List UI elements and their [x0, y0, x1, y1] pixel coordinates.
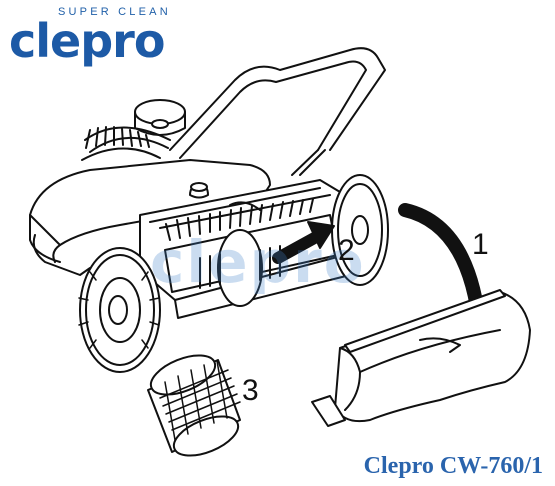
logo-tagline: SUPER CLEAN — [58, 6, 171, 18]
watermark: clepro — [150, 228, 366, 296]
step-label-3: 3 — [242, 374, 259, 407]
model-caption: Clepro CW-760/1 — [363, 453, 543, 479]
step-label-2: 2 — [338, 234, 355, 267]
left-wheel — [78, 247, 161, 373]
main-brush — [164, 198, 339, 307]
dust-tray — [311, 289, 531, 427]
right-wheel — [331, 174, 389, 286]
side-brush — [81, 99, 186, 161]
spare-brush — [147, 354, 241, 457]
step-label-1: 1 — [472, 228, 489, 261]
logo-wordmark: clepro — [9, 14, 165, 68]
sweeper-body — [29, 159, 271, 276]
arrow-2 — [272, 221, 335, 264]
push-handle — [169, 47, 386, 176]
